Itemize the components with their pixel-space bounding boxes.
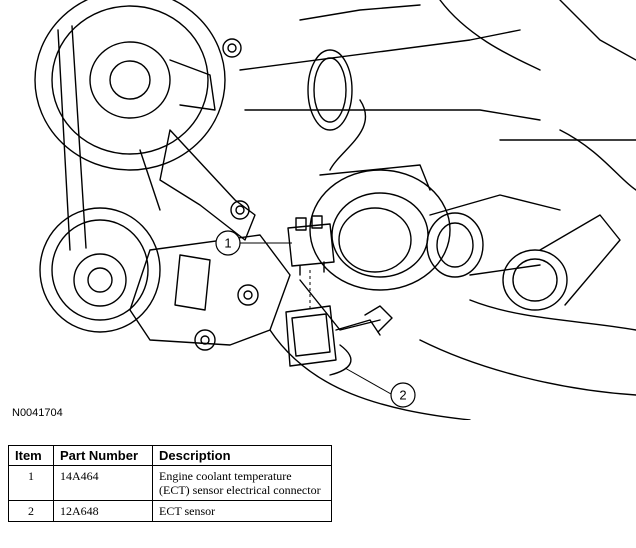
header-item: Item [8,445,54,466]
upper-hose [239,0,541,171]
header-description: Description [152,445,332,466]
callout-1: 1 [215,230,241,256]
callout-2-leader [344,367,392,395]
ect-connector [287,215,335,276]
engine-illustration: 1 2 [34,0,636,420]
background-contours [269,0,636,420]
table-header-row: Item Part Number Description [8,445,332,466]
callout-1-label: 1 [224,236,231,251]
row-item: 2 [8,500,54,522]
row-part-number: 12A648 [53,500,153,522]
callout-2: 2 [390,382,416,408]
figure-id: N0041704 [12,407,63,419]
callout-2-label: 2 [399,388,406,403]
upper-pulley [34,0,226,171]
row-description: ECT sensor [152,500,332,522]
table-row: 2 12A648 ECT sensor [8,500,332,522]
row-part-number: 14A464 [53,465,153,501]
parts-table: Item Part Number Description 1 14A464 En… [8,445,332,522]
row-item: 1 [8,465,54,501]
outlet-pipe [502,214,621,311]
thermostat-housing [299,164,451,331]
mounting-bracket [129,38,291,351]
drive-belt [57,25,161,251]
table-row: 1 14A464 Engine coolant temperature (ECT… [8,465,332,501]
lower-pulley [39,207,161,333]
header-part-number: Part Number [53,445,153,466]
ect-sensor [285,305,393,376]
hose-clamp [426,194,561,278]
row-description: Engine coolant temperature (ECT) sensor … [152,465,332,501]
